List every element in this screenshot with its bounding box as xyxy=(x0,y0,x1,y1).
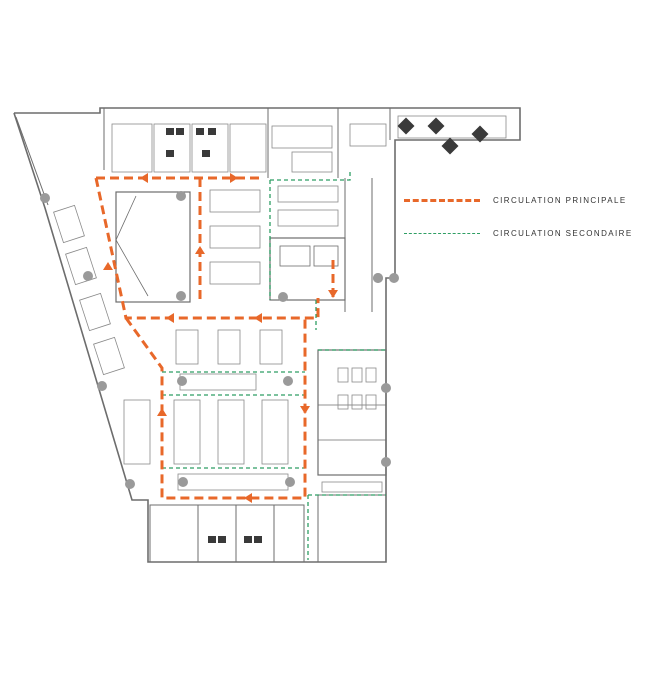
legend-primary-label: CIRCULATION PRINCIPALE xyxy=(493,195,627,205)
primary-circulation-swatch xyxy=(404,198,480,202)
legend-secondary-label: CIRCULATION SECONDAIRE xyxy=(493,228,633,238)
legend-secondary: CIRCULATION SECONDAIRE xyxy=(404,226,633,240)
secondary-circulation-path xyxy=(162,170,386,560)
circulation-arrows xyxy=(103,173,338,503)
columns xyxy=(40,191,399,489)
secondary-circulation-swatch xyxy=(404,232,480,234)
building-walls xyxy=(13,107,521,563)
furniture xyxy=(53,115,507,493)
legend-primary: CIRCULATION PRINCIPALE xyxy=(404,193,627,207)
meeting-chairs xyxy=(166,117,489,543)
